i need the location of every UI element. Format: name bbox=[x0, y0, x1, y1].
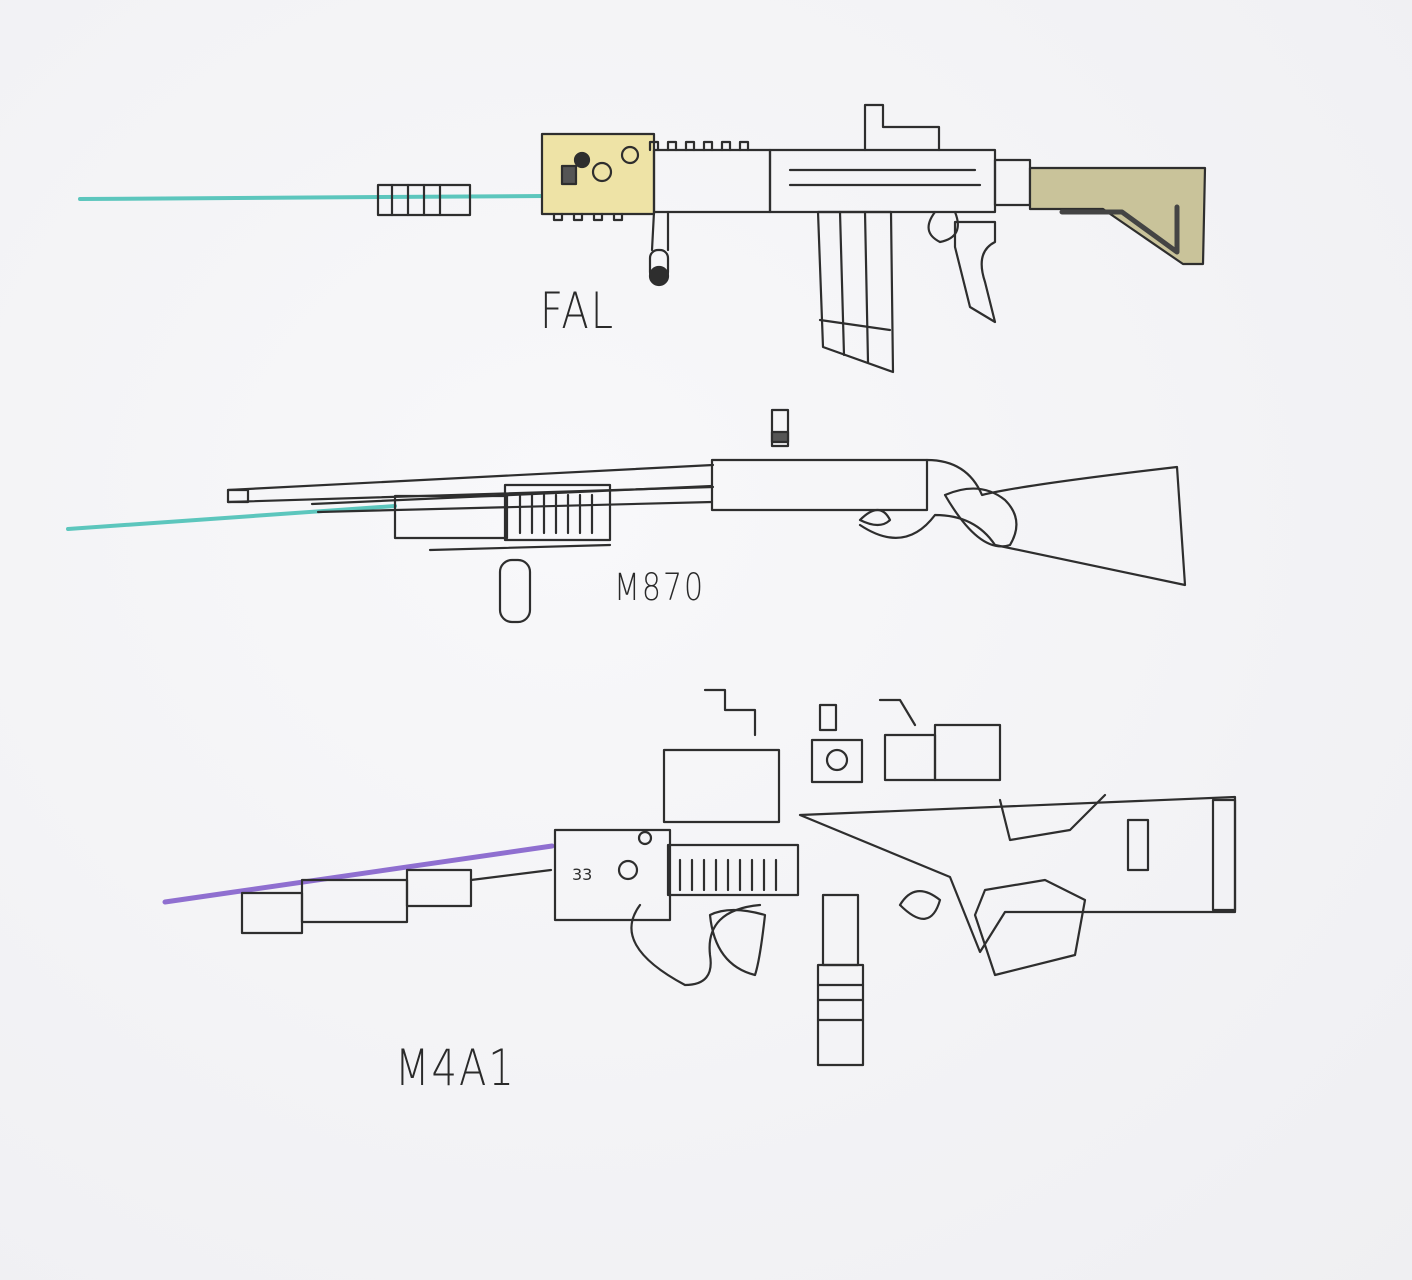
fal-sight bbox=[863, 103, 941, 152]
m4a1-trigger bbox=[898, 890, 942, 920]
fal-receiver bbox=[768, 148, 997, 214]
m870-drawing bbox=[66, 408, 1187, 624]
m4a1-marking: 33 bbox=[572, 865, 592, 884]
m4a1-laser bbox=[162, 843, 555, 905]
m4a1-stock-cutout bbox=[973, 878, 1087, 977]
m4a1-magazine bbox=[816, 963, 865, 1067]
fal-drawing bbox=[78, 103, 1207, 374]
m870-foregrip bbox=[498, 558, 532, 624]
m4a1-handguard bbox=[666, 843, 800, 897]
m870-laser bbox=[66, 504, 397, 531]
m4a1-drawing: 33 bbox=[162, 688, 1237, 1067]
m4a1-label: M4A1 bbox=[395, 1040, 516, 1098]
m870-pump bbox=[503, 483, 612, 542]
fal-magazine bbox=[816, 210, 895, 374]
fal-laser-module bbox=[540, 132, 656, 216]
m4a1-scope bbox=[662, 748, 781, 824]
fal-handguard bbox=[652, 148, 772, 214]
fal-label: FAL bbox=[540, 283, 615, 341]
fal-pistol-grip bbox=[953, 220, 997, 324]
m4a1-magnifier bbox=[933, 723, 1002, 782]
fal-trigger-guard bbox=[927, 210, 959, 244]
m870-light-module bbox=[393, 494, 509, 540]
m870-label: M870 bbox=[614, 566, 706, 610]
m4a1-receiver bbox=[798, 795, 1237, 954]
m4a1-suppressor bbox=[240, 891, 304, 935]
m870-sight bbox=[770, 408, 790, 448]
m870-receiver bbox=[710, 458, 929, 512]
fal-laser bbox=[78, 194, 547, 201]
m870-stock bbox=[858, 458, 1187, 587]
m4a1-grip bbox=[630, 903, 762, 987]
m4a1-laser-module bbox=[553, 828, 672, 922]
